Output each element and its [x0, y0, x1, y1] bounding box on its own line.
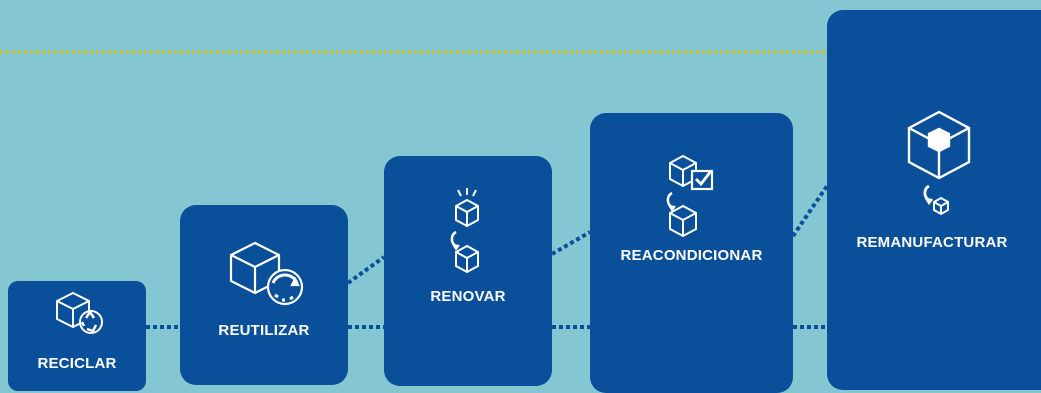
step-remanufacturar: REMANUFACTURAR [827, 10, 1041, 390]
box-reuse-cycle-icon [229, 241, 304, 306]
step-renovar: RENOVAR [384, 156, 552, 386]
diagonal-2-3 [346, 255, 386, 285]
box-remanufacture-icon [907, 110, 971, 216]
step-reutilizar: REUTILIZAR [180, 205, 348, 385]
diagonal-4-5 [791, 184, 829, 238]
box-check-icon [666, 154, 714, 238]
step-label-reacondicionar: REACONDICIONAR [620, 247, 763, 264]
connector-lines [0, 50, 829, 329]
box-recycle-icon [56, 291, 103, 334]
step-reacondicionar: REACONDICIONAR [590, 113, 793, 393]
step-label-remanufacturar: REMANUFACTURAR [856, 234, 1008, 251]
step-reciclar: RECICLAR [8, 281, 146, 391]
diagonal-3-4 [550, 230, 592, 256]
step-label-renovar: RENOVAR [430, 288, 506, 305]
step-label-reutilizar: REUTILIZAR [218, 322, 310, 339]
box-renew-icon [450, 188, 479, 274]
step-label-reciclar: RECICLAR [37, 355, 117, 372]
